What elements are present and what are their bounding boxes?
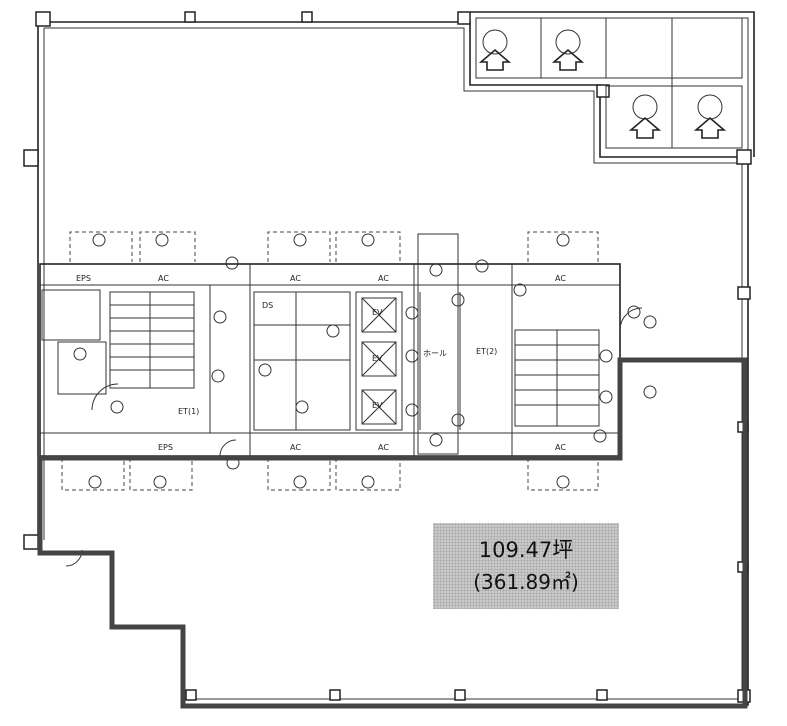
toilet-icon (57, 341, 107, 395)
eps-label: EPS (76, 274, 91, 283)
arrow-up-icon (478, 48, 512, 71)
ev-label: EV (372, 401, 383, 410)
hall-label: ホール (423, 349, 447, 358)
et2-label: ET(2) (476, 347, 497, 356)
ac-label: AC (290, 443, 301, 452)
elevator-icon (361, 341, 397, 377)
ev-label: EV (372, 354, 383, 363)
stair-icon (109, 291, 195, 389)
area-summary-box: 109.47坪 (361.89㎡) (433, 523, 619, 609)
building-core (39, 233, 621, 457)
elevator-icon (361, 389, 397, 425)
core-labels: EPS AC AC AC AC EPS AC AC AC EV EV EV DS… (76, 274, 566, 452)
ds-label: DS (262, 301, 273, 310)
et1-label: ET(1) (178, 407, 199, 416)
ac-label: AC (378, 443, 389, 452)
bay-marker-icon (632, 94, 658, 120)
bay-marker-icon (482, 29, 508, 55)
arrow-up-icon (551, 48, 585, 71)
arrow-up-icon (693, 116, 727, 139)
ac-label: AC (158, 274, 169, 283)
ac-label: AC (290, 274, 301, 283)
lease-area-outline (37, 357, 748, 709)
ac-label: AC (378, 274, 389, 283)
ac-label: AC (555, 443, 566, 452)
fixture-markers (73, 233, 657, 489)
storage-bays (475, 17, 743, 149)
area-square-meters: (361.89㎡) (473, 570, 579, 594)
door-swing-icon (91, 383, 119, 411)
door-swings (61, 231, 643, 567)
area-tsubo: 109.47坪 (478, 538, 574, 562)
ev-label: EV (372, 308, 383, 317)
arrow-up-icon (628, 116, 662, 139)
door-swing-icon (219, 439, 237, 457)
columns (23, 11, 752, 703)
bay-marker-icon (697, 94, 723, 120)
eps-label: EPS (158, 443, 173, 452)
door-swing-icon (619, 307, 643, 331)
ac-label: AC (555, 274, 566, 283)
bay-marker-icon (555, 29, 581, 55)
elevator-icon (361, 297, 397, 333)
